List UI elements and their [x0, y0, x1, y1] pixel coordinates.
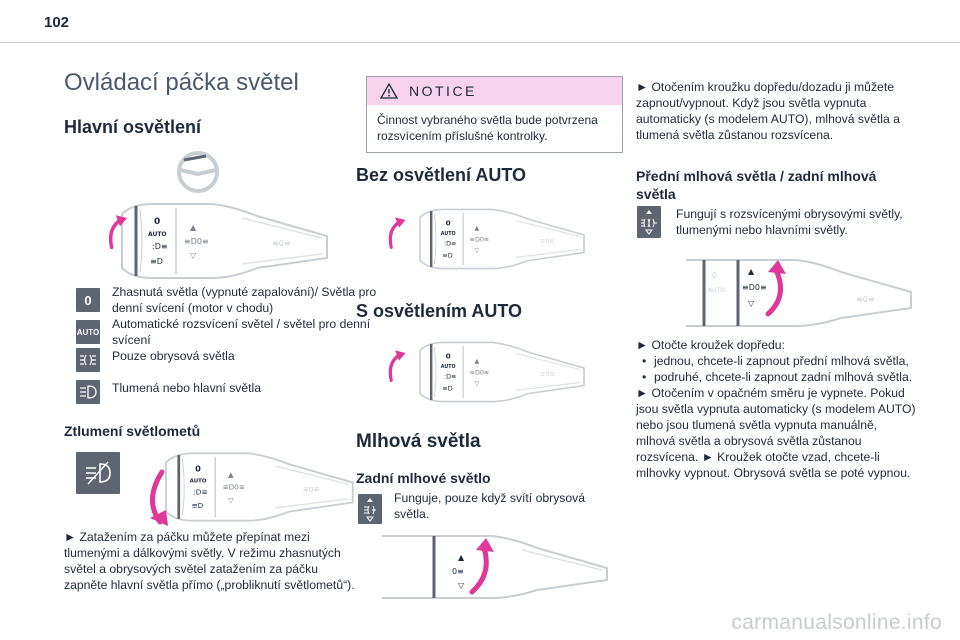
front-fog-steps: jednou, chcete-li zapnout přední mlhová …	[636, 353, 916, 385]
header-divider	[0, 42, 960, 43]
section-heading-front-rear-fog: Přední mlhová světla / zadní mlhová svět…	[636, 168, 877, 202]
mode-off-text: Zhasnutá světla (vypnuté zapalování)/ Sv…	[112, 285, 377, 315]
fog-ring-instructions: ► Otočením kroužku dopředu/dozadu ji můž…	[636, 80, 900, 142]
watermark: carmanualsonline.info	[731, 611, 942, 634]
mode-auto-text: Automatické rozsvícení světel / světel p…	[112, 317, 371, 347]
lighting-stalk-illustration	[108, 196, 332, 286]
section-heading-dipping: Ztlumení světlometů	[64, 423, 201, 439]
svg-text:≡D0≡: ≡D0≡	[742, 283, 767, 292]
rear-fog-stalk-illustration: ▲ 0≡ ▽	[382, 535, 608, 599]
page-number: 102	[44, 14, 70, 31]
headlight-flash-icon	[76, 452, 120, 494]
stalk-no-auto-illustration	[388, 207, 586, 271]
stalk-auto-illustration	[388, 340, 586, 404]
svg-text:▽: ▽	[748, 299, 755, 308]
svg-text:▲: ▲	[458, 553, 465, 562]
fog-off-instructions: ► Otočením v opačném směru je vypnete. P…	[636, 386, 916, 480]
notice-header: NOTICE	[367, 77, 622, 105]
front-fog-instructions: ► Otočte kroužek dopředu: jednou, chcete…	[636, 337, 916, 481]
front-rear-fog-stalk-illustration: 0 AUTO ▲ ≡D0≡ ▽ ≡0≡	[686, 259, 912, 327]
headlights-icon	[76, 380, 100, 404]
svg-text:0≡: 0≡	[452, 567, 464, 576]
section-heading-main-lights: Hlavní osvětlení	[64, 117, 202, 137]
section-heading-fog-lights: Mlhová světla	[356, 431, 481, 452]
svg-text:▲: ▲	[748, 267, 755, 276]
steering-wheel-icon	[177, 151, 219, 193]
notice-text: Činnost vybraného světla bude potvrzena …	[377, 113, 598, 143]
svg-text:0: 0	[712, 271, 717, 280]
rear-fog-icon	[358, 494, 382, 524]
list-item: jednou, chcete-li zapnout přední mlhová …	[642, 353, 916, 369]
mode-sidelights-text: Pouze obrysová světla	[112, 349, 235, 363]
list-item: podruhé, chcete-li zapnout zadní mlhová …	[642, 369, 916, 385]
section-heading-no-auto: Bez osvětlení AUTO	[356, 165, 527, 185]
mode-headlights-text: Tlumená nebo hlavní světla	[112, 381, 262, 395]
rear-fog-text: Funguje, pouze když svítí obrysová světl…	[394, 491, 586, 521]
front-rear-fog-icon	[637, 206, 661, 238]
notice-title: NOTICE	[409, 83, 477, 99]
section-heading-rear-fog: Zadní mlhové světlo	[356, 470, 491, 486]
svg-text:AUTO: AUTO	[708, 287, 725, 294]
page-title: Ovládací páčka světel	[64, 69, 299, 96]
warning-triangle-icon	[379, 82, 399, 99]
svg-text:▽: ▽	[458, 581, 465, 590]
off-position-icon: 0	[76, 288, 100, 312]
dipping-instructions: ► Zatažením za páčku můžete přepínat mez…	[64, 530, 355, 592]
notice-box: NOTICE Činnost vybraného světla bude pot…	[366, 76, 623, 153]
front-rear-fog-text: Fungují s rozsvícenými obrysovými světly…	[676, 207, 903, 237]
auto-position-icon: AUTO	[76, 320, 100, 344]
front-fog-intro: ► Otočte kroužek dopředu:	[636, 338, 785, 352]
section-heading-auto: S osvětlením AUTO	[356, 301, 523, 321]
side-lights-icon	[76, 348, 100, 372]
svg-text:≡0≡: ≡0≡	[856, 295, 875, 304]
lighting-stalk-pull-illustration	[150, 451, 355, 526]
